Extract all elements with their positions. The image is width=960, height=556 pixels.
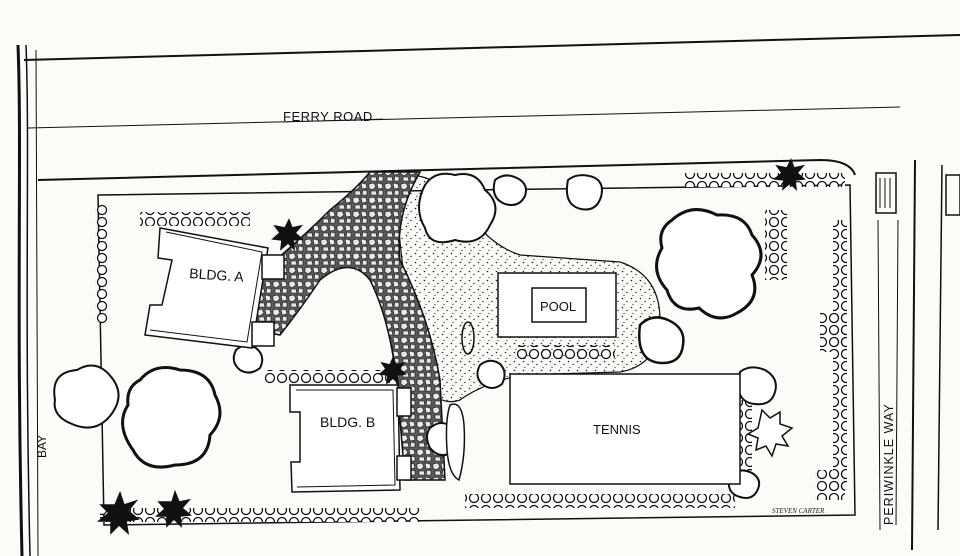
periwinkle-way-lines [875, 159, 960, 551]
pool-label: POOL [540, 299, 576, 314]
gate-icon [875, 172, 897, 214]
building-a [144, 227, 285, 349]
trees [53, 172, 777, 499]
bay-label: BAY [35, 435, 49, 458]
ferry-road-lines [23, 34, 960, 181]
building-b [289, 384, 412, 493]
tennis-label: TENNIS [593, 422, 641, 437]
building-a-label: BLDG. A [189, 265, 245, 285]
pool [497, 272, 617, 338]
building-b-label: BLDG. B [320, 414, 375, 430]
periwinkle-way-label: PERIWINKLE WAY [882, 403, 896, 525]
artist-signature: STEVEN CARTER [772, 507, 825, 515]
stone-path-main [254, 171, 446, 481]
left-edge-lines [16, 44, 39, 556]
tennis-court [509, 373, 741, 485]
palm-shrubs [96, 158, 806, 535]
